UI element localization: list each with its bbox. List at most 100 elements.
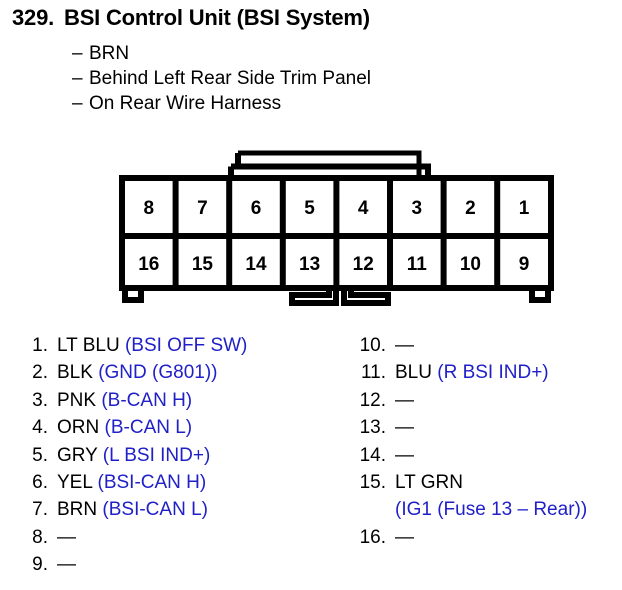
connector-latch-right (341, 288, 391, 306)
detail-text: BRN (89, 43, 130, 64)
connector-foot-left (122, 288, 144, 303)
pin-function: (B-CAN H) (101, 389, 193, 411)
pin-cell-16: 16 (138, 254, 159, 275)
pin-list-item: 11. BLU (R BSI IND+) (352, 359, 620, 386)
detail-text: Behind Left Rear Side Trim Panel (89, 68, 371, 89)
pin-number: 4. (32, 417, 48, 439)
pin-cell-8: 8 (144, 198, 155, 219)
connector-foot-right (529, 288, 551, 303)
pin-empty-marker: — (395, 335, 414, 356)
pin-number: 2. (32, 362, 48, 384)
pin-list-item: 16.— (352, 524, 620, 551)
pin-function: (B-CAN L) (104, 417, 193, 439)
pin-wire-color: GRY (57, 444, 98, 466)
pin-cell-15: 15 (192, 254, 214, 275)
pin-list-item: 8. — (14, 524, 344, 551)
pin-function: (R BSI IND+) (437, 362, 549, 384)
page-title: 329.BSI Control Unit (BSI System) (12, 5, 370, 31)
pin-cell-13: 13 (299, 254, 320, 275)
pin-cell-1: 1 (519, 198, 530, 219)
pin-wire-color: BLK (57, 362, 93, 384)
pin-number: 5. (32, 444, 48, 466)
pin-number: 15. (359, 471, 386, 493)
pin-cell-11: 11 (407, 254, 428, 275)
pin-wire-color: LT BLU (57, 335, 120, 356)
pin-wire-color: LT GRN (395, 471, 463, 493)
pin-number: 12. (359, 389, 386, 411)
pin-list-item: 1. LT BLU (BSI OFF SW) (14, 332, 344, 359)
pin-list-item: 7. BRN (BSI-CAN L) (14, 496, 344, 523)
detail-text: On Rear Wire Harness (89, 93, 282, 114)
detail-dash-icon: – (72, 68, 83, 89)
connector-top-tab-inner (231, 153, 241, 170)
connector-top-tab-outer (238, 150, 422, 178)
pin-list-item: 9.— (14, 551, 344, 578)
pin-list-item: 10. — (352, 332, 620, 359)
pin-number: 6. (32, 471, 48, 493)
detail-line: –BRN (72, 41, 552, 66)
pin-cell-7: 7 (197, 198, 208, 219)
pin-empty-marker: — (395, 389, 414, 411)
pin-empty-marker: — (395, 444, 414, 466)
connector-detail-list: –BRN –Behind Left Rear Side Trim Panel –… (72, 41, 552, 116)
pin-list-item: 3. PNK (B-CAN H) (14, 387, 344, 414)
connector-body-outline (119, 175, 554, 291)
pin-body: LT BLU (BSI OFF SW) (57, 332, 247, 359)
pin-wire-color: PNK (57, 389, 97, 411)
pin-cell-3: 3 (412, 198, 423, 219)
pin-function: (BSI-CAN L) (102, 499, 208, 521)
pin-list-right: 10.— 11.BLU (R BSI IND+) 12.— 13.— 14.— … (352, 332, 620, 551)
pin-empty-marker: — (57, 526, 76, 548)
pin-number: 11. (360, 362, 386, 384)
pin-body: LT GRN (IG1 (Fuse 13 – Rear)) (395, 469, 587, 524)
pin-list-item: 13. — (352, 414, 620, 441)
pin-number: 3. (32, 389, 48, 411)
pin-cell-10: 10 (460, 254, 481, 275)
pin-list-item: 15. LT GRN (IG1 (Fuse 13 – Rear)) (352, 469, 620, 524)
pin-body: BLU (R BSI IND+) (395, 359, 549, 386)
pin-number: 10. (359, 335, 386, 356)
pin-list-left: 1. LT BLU (BSI OFF SW) 2. BLK (GND (G801))… (14, 332, 344, 579)
pin-function-continued: (IG1 (Fuse 13 – Rear)) (395, 499, 588, 521)
pin-cell-5: 5 (304, 198, 315, 219)
detail-line: –On Rear Wire Harness (72, 91, 552, 116)
detail-dash-icon: – (72, 43, 83, 64)
pin-wire-color: ORN (57, 417, 100, 439)
pin-body: BRN (BSI-CAN L) (57, 496, 208, 523)
detail-line: –Behind Left Rear Side Trim Panel (72, 66, 552, 91)
connector-latch-left (289, 288, 339, 306)
pin-empty-marker: — (395, 526, 414, 548)
connector-top-tab-bar (228, 163, 431, 178)
pin-body: PNK (B-CAN H) (57, 387, 192, 414)
pin-cell-6: 6 (251, 198, 262, 219)
pin-body: GRY (L BSI IND+) (57, 442, 210, 469)
pin-wire-color: YEL (57, 471, 93, 493)
pin-body: BLK (GND (G801)) (57, 359, 218, 386)
pin-number: 7. (32, 499, 48, 521)
pin-list-item: 14. — (352, 442, 620, 469)
pin-cell-14: 14 (245, 254, 267, 275)
detail-dash-icon: – (72, 93, 83, 114)
pin-cell-2: 2 (465, 198, 476, 219)
pin-cell-12: 12 (353, 254, 374, 275)
pin-number: 1. (32, 335, 48, 356)
pin-function: (L BSI IND+) (102, 444, 211, 466)
pin-function: (GND (G801)) (98, 362, 218, 384)
pin-list-item: 2. BLK (GND (G801)) (14, 359, 344, 386)
pin-body: ORN (B-CAN L) (57, 414, 192, 441)
pin-empty-marker: — (395, 417, 414, 439)
pin-wire-color: BLU (395, 362, 432, 384)
pin-list-item: 5. GRY (L BSI IND+) (14, 442, 344, 469)
pin-number: 8. (32, 526, 48, 548)
pin-function: (BSI OFF SW) (124, 335, 248, 356)
page-title-text: BSI Control Unit (BSI System) (64, 5, 370, 30)
pin-list-item: 6. YEL (BSI-CAN H) (14, 469, 344, 496)
pin-wire-color: BRN (57, 499, 98, 521)
pin-function: (BSI-CAN H) (97, 471, 207, 493)
pin-list-item: 4. ORN (B-CAN L) (14, 414, 344, 441)
pin-empty-marker: — (57, 554, 76, 576)
pin-cell-4: 4 (358, 198, 369, 219)
pin-number: 13. (359, 417, 386, 439)
pin-list-item: 12. — (352, 387, 620, 414)
pin-number: 14. (359, 444, 386, 466)
